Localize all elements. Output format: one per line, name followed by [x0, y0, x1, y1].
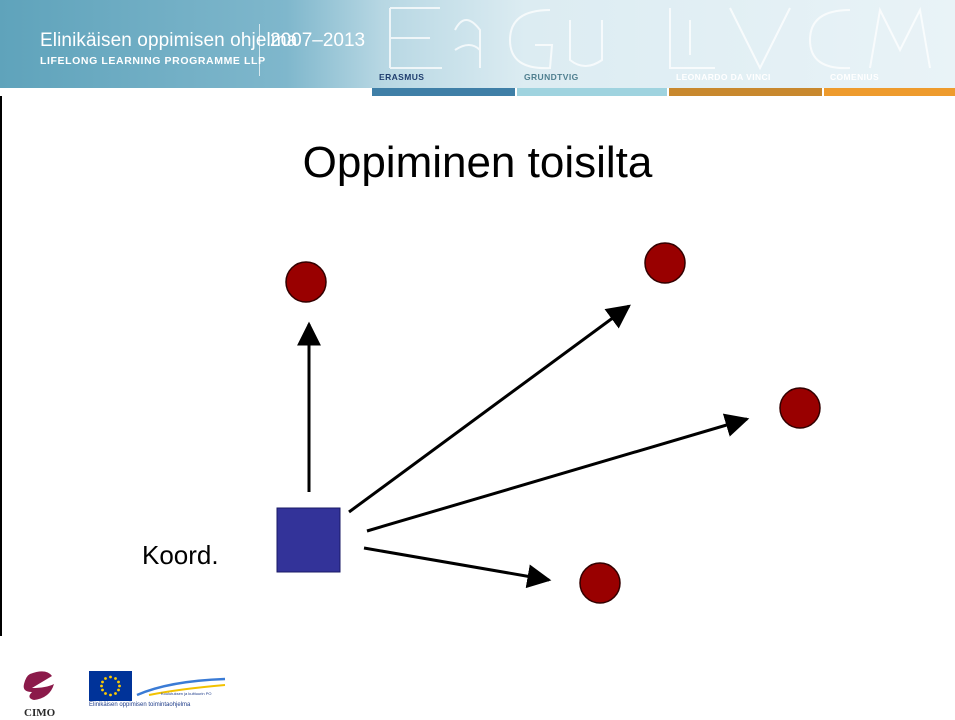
header-band: [0, 0, 955, 88]
programme-years: 2007–2013: [270, 30, 366, 51]
header-banner: Elinikäisen oppimisen ohjelma LIFELONG L…: [0, 0, 955, 96]
label-grundtvig: GRUNDTVIG: [524, 72, 579, 82]
partner-node-top-right: [644, 242, 686, 284]
slide-title: Oppiminen toisilta: [302, 138, 653, 187]
cimo-text: CIMO: [24, 707, 56, 719]
partner-node-bottom: [579, 562, 621, 604]
eu-caption-top: Koulutuksen ja kulttuurin PO: [161, 691, 211, 696]
strip-erasmus: [372, 88, 515, 96]
eu-llp-caption: Elinikäisen oppimisen toimintaohjelma: [89, 702, 191, 708]
coordinator-label: Koord.: [142, 540, 219, 570]
partner-node-right: [779, 387, 821, 429]
partner-node-top-left: [285, 261, 327, 303]
programme-title-fi: Elinikäisen oppimisen ohjelma: [40, 30, 298, 51]
label-leonardo: LEONARDO DA VINCI: [676, 72, 771, 82]
programme-title-en: LIFELONG LEARNING PROGRAMME LLP: [40, 55, 266, 67]
strip-leonardo: [669, 88, 822, 96]
arrow-to-partner-right: [366, 413, 750, 533]
coordinator-node: [276, 507, 341, 573]
slide-left-rule: [0, 96, 2, 636]
eu-llp-logo: Koulutuksen ja kulttuurin PO: [89, 671, 226, 701]
strip-comenius: [824, 88, 955, 96]
strip-grundtvig: [517, 88, 667, 96]
arrow-to-partner-top-right: [348, 304, 631, 514]
header-divider: [259, 24, 260, 76]
label-erasmus: ERASMUS: [379, 72, 425, 82]
programme-letters-watermark-icon: [389, 6, 931, 71]
arrow-to-partner-bottom: [363, 546, 552, 589]
cimo-logo: CIMO: [23, 671, 56, 719]
label-comenius: COMENIUS: [830, 72, 880, 82]
